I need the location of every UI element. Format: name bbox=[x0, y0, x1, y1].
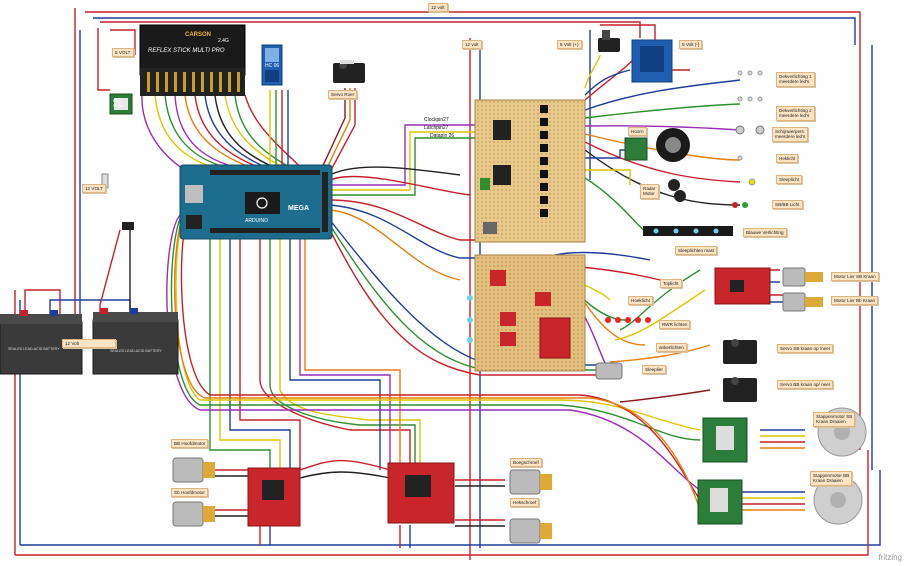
svg-text:CARSON: CARSON bbox=[185, 32, 211, 38]
motor-lier-bb bbox=[782, 292, 823, 312]
label-motor-lier-bb: Motor Lier Bb Kraan bbox=[831, 296, 879, 306]
stepper-driver-bb bbox=[697, 479, 743, 525]
servo-bb bbox=[723, 377, 757, 402]
label-5-volt-left: 5 VOLT bbox=[112, 48, 134, 58]
svg-text:SEALED LEAD-ACID BATTERY: SEALED LEAD-ACID BATTERY bbox=[110, 349, 162, 353]
driver-bottom-middle bbox=[387, 462, 455, 524]
label-ankerlichten: ankerlichten bbox=[656, 343, 687, 353]
switch-component bbox=[598, 30, 620, 52]
label-schijnwerpers: Schijnwerpers meerdere led's bbox=[772, 127, 809, 142]
label-battery-12-volt: 12 Volt bbox=[62, 339, 116, 349]
speaker bbox=[656, 128, 690, 162]
sleeplier-motor bbox=[595, 362, 623, 380]
leds-right bbox=[732, 70, 765, 208]
fritzing-watermark: fritzing bbox=[878, 553, 902, 562]
battery-left: SEALED LEAD-ACID BATTERY bbox=[0, 310, 83, 375]
motor-hekschroef bbox=[509, 518, 552, 544]
label-latchpin: Latchpin27 bbox=[424, 125, 449, 131]
label-bec: BEC 5 Volt bbox=[113, 98, 124, 109]
label-hoorn: Hoorn bbox=[628, 127, 647, 137]
driver-bottom-left bbox=[247, 467, 301, 527]
servo-roer bbox=[333, 60, 365, 83]
label-servo-roer: Servo Roer bbox=[328, 90, 358, 100]
label-clockpin: Clockpin27 bbox=[424, 117, 449, 123]
label-12-volt-top: 12 volt bbox=[428, 3, 448, 13]
label-stepper-sb: Stappenmotor SB Kraan Draaien bbox=[813, 412, 856, 427]
label-heklicht: Heklicht bbox=[776, 154, 799, 164]
servo-sb bbox=[723, 339, 757, 364]
label-datapin: Datapin 26 bbox=[430, 133, 455, 139]
proto-board-top bbox=[474, 99, 586, 243]
bec-module bbox=[109, 93, 133, 115]
driver-small bbox=[714, 267, 771, 305]
svg-text:SEALED LEAD-ACID BATTERY: SEALED LEAD-ACID BATTERY bbox=[8, 347, 60, 351]
label-5-volt-minus: 5 Volt (-) bbox=[679, 40, 703, 50]
label-dekverlichting-2: Dekverlichting 2 meerdere led's bbox=[776, 106, 815, 121]
label-hc06: HC 06 bbox=[265, 63, 280, 69]
power-switch bbox=[122, 222, 134, 230]
label-rwr-lichten: RWR lichten bbox=[659, 320, 691, 330]
label-radar-motor: Radar Motor bbox=[640, 184, 659, 199]
label-hekschroef: Hekschroef bbox=[510, 498, 540, 508]
arduino-mega: MEGA ARDUINO bbox=[179, 164, 333, 240]
svg-text:REFLEX STICK MULTI PRO: REFLEX STICK MULTI PRO bbox=[148, 48, 225, 54]
label-servo-bb: Servo BB kraan op/ neer bbox=[777, 380, 834, 390]
label-stepper-bb: Stappenmotor BB Kraan Draaien bbox=[810, 471, 853, 486]
label-toplicht: Toplicht bbox=[660, 279, 682, 289]
red-leds-row bbox=[605, 317, 651, 323]
label-sleeplier: Sleeplier bbox=[642, 365, 666, 375]
sound-module bbox=[624, 137, 648, 161]
led-strip bbox=[643, 226, 733, 236]
radar-motor bbox=[668, 179, 686, 202]
hc06-module bbox=[261, 44, 283, 86]
motor-bb-hoofdmotor bbox=[172, 457, 215, 483]
svg-text:2.4G: 2.4G bbox=[218, 38, 229, 44]
stepper-motor-bb bbox=[813, 475, 863, 525]
motor-boegschroef bbox=[509, 469, 552, 495]
label-sleeplichten-mast: Sleeplichten mast bbox=[675, 246, 718, 256]
label-5-volt-plus: 5 Volt (+) bbox=[557, 40, 582, 50]
proto-board-bottom bbox=[467, 254, 586, 372]
svg-text:MEGA: MEGA bbox=[288, 205, 309, 212]
label-12-volt-mid: 12 volt bbox=[462, 40, 482, 50]
svg-text:ARDUINO: ARDUINO bbox=[245, 218, 268, 224]
wire-12v-top bbox=[85, 11, 861, 40]
motor-lier-sb bbox=[782, 267, 823, 287]
label-sb-hoofdmotor: Sb Hoofdmotor bbox=[171, 488, 208, 498]
label-motor-lier-sb: Motor Lier SB Kraan bbox=[831, 272, 879, 282]
rc-receiver: CARSON 2.4G REFLEX STICK MULTI PRO bbox=[139, 24, 246, 96]
motor-sb-hoofdmotor bbox=[172, 501, 215, 527]
label-dekverlichting-1: Dekverlichting 1 meerdere led's bbox=[776, 72, 815, 87]
label-blauwe-verlichting: Blauwe Verlichting bbox=[743, 228, 787, 238]
label-boegschroef: Boegschroef bbox=[510, 458, 542, 468]
label-sleeplicht: Sleeplicht bbox=[776, 175, 802, 185]
relay-module bbox=[631, 39, 673, 83]
stepper-driver-sb bbox=[702, 417, 748, 463]
label-servo-sb: Servo SB kraan op /neer bbox=[777, 344, 834, 354]
label-hoeklicht: Hoeklicht bbox=[628, 296, 653, 306]
label-sb-bb-licht: SB/BB Licht bbox=[772, 200, 803, 210]
label-bb-hoofdmotor: BB Hoofdmotor bbox=[171, 439, 209, 449]
label-12-volt-left: 12 VOLT bbox=[82, 184, 107, 194]
